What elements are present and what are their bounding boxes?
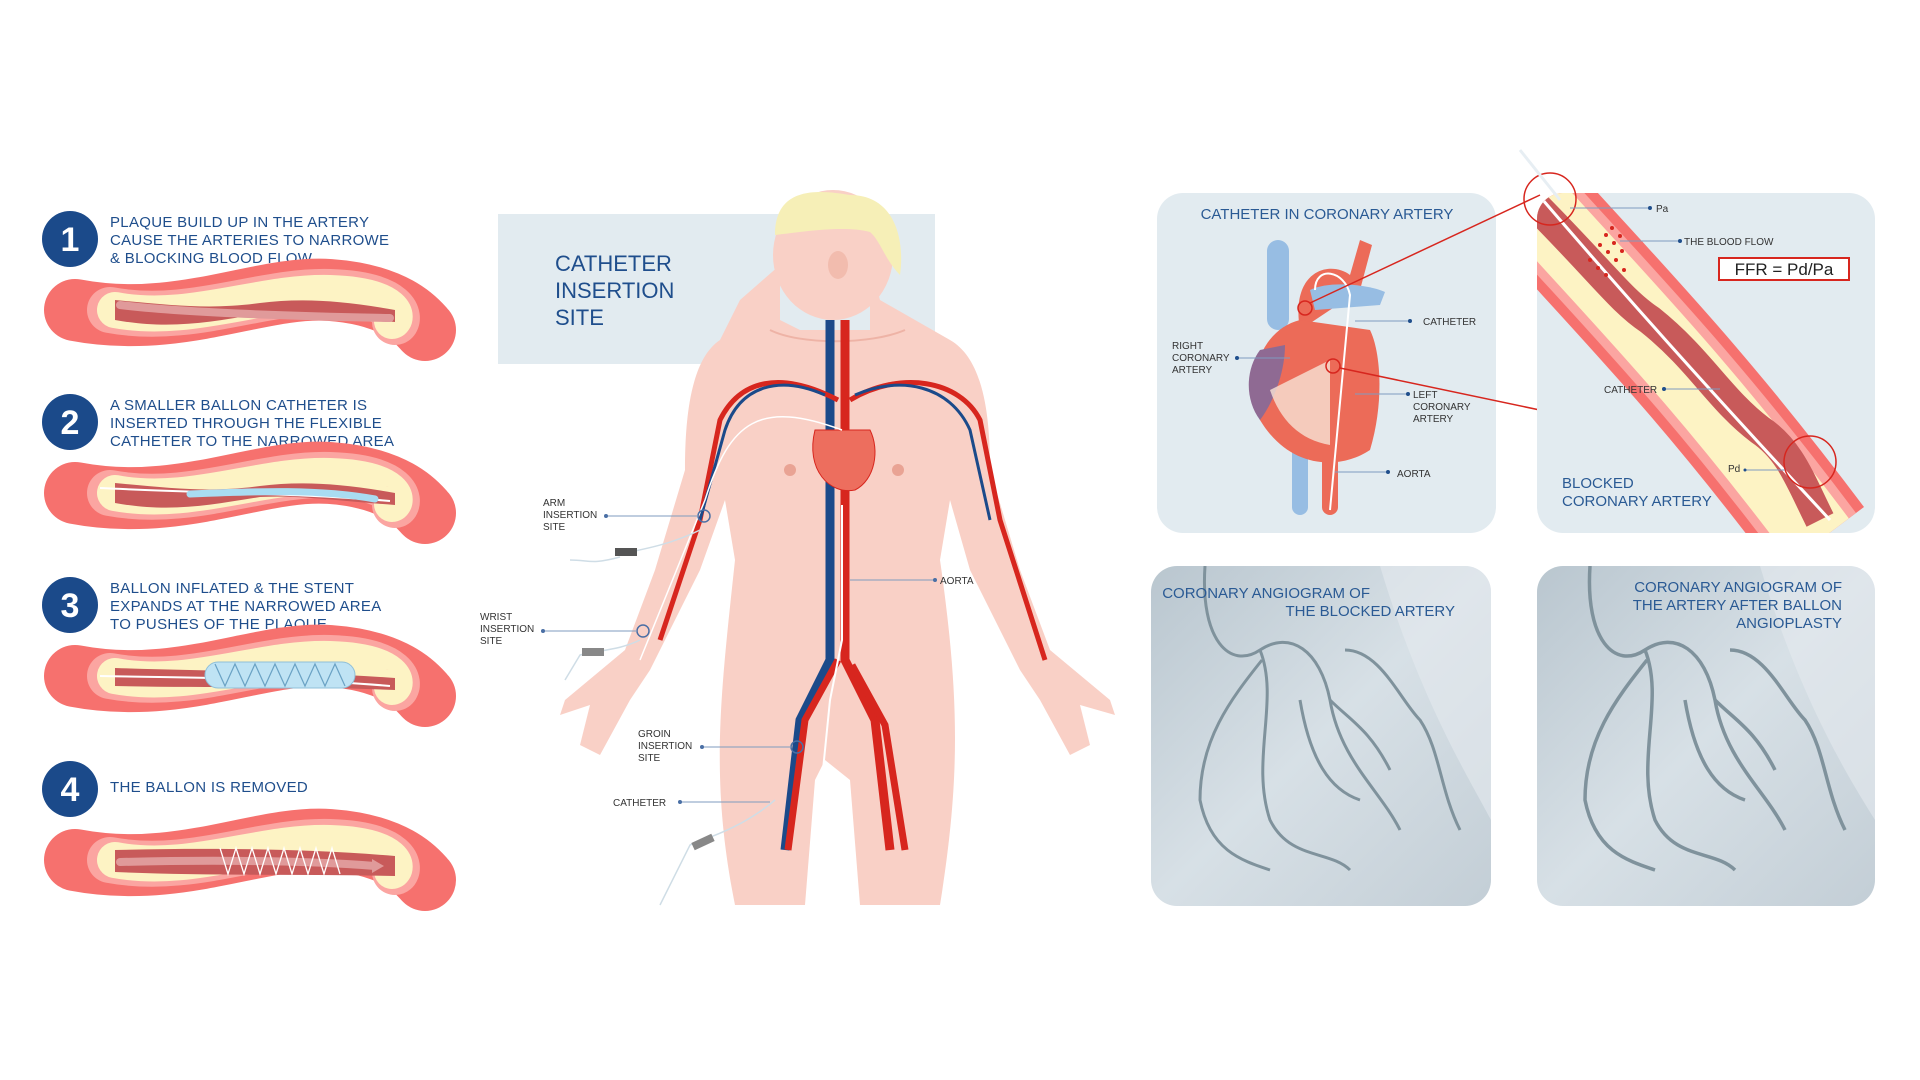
catheter-label: CATHETER [613, 798, 770, 809]
svg-text:SITE: SITE [638, 753, 661, 764]
artery-plaque-illustration [75, 290, 425, 330]
step-3: 3 BALLON INFLATED & THE STENT EXPANDS AT… [42, 577, 425, 696]
groin-insertion-label: GROIN INSERTION SITE [638, 729, 791, 764]
svg-text:INSERTION: INSERTION [543, 510, 597, 521]
angiogram-after-panel: CORONARY ANGIOGRAM OF THE ARTERY AFTER B… [1537, 566, 1875, 906]
step-text: EXPANDS AT THE NARROWED AREA [110, 598, 382, 615]
svg-text:Pd: Pd [1728, 464, 1740, 475]
svg-text:THE BLOOD FLOW: THE BLOOD FLOW [1684, 237, 1774, 248]
section-title: CATHETER [555, 251, 672, 276]
catheter-device-icon [691, 833, 715, 851]
panel-title: CORONARY ARTERY [1562, 493, 1712, 510]
step-text: & BLOCKING BLOOD FLOW [110, 250, 313, 267]
artery-balloon-catheter-illustration [75, 473, 425, 513]
svg-text:AORTA: AORTA [1397, 469, 1431, 480]
heart-catheter-label: CATHETER [1355, 317, 1476, 328]
coronary-vessels-after [1583, 566, 1847, 872]
step-text: TO PUSHES OF THE PLAQUE [110, 616, 327, 633]
blood-flow-dots [1588, 226, 1626, 277]
artery-catheter-label: CATHETER [1604, 385, 1720, 396]
panel-title: CORONARY ANGIOGRAM OF [1634, 579, 1842, 596]
step-number: 3 [61, 587, 80, 625]
pa-label: Pa [1570, 204, 1669, 215]
step-number: 4 [61, 771, 80, 809]
step-text: THE BALLON IS REMOVED [110, 779, 308, 796]
panel-title: CATHETER IN CORONARY ARTERY [1201, 206, 1454, 223]
artery-stent-placed-illustration [75, 840, 425, 880]
step-number: 1 [61, 221, 80, 259]
blood-flow-label: THE BLOOD FLOW [1620, 237, 1774, 248]
catheter-insertion-section: CATHETER INSERTION SITE [480, 190, 1115, 906]
svg-text:CATHETER: CATHETER [1423, 317, 1476, 328]
panel-title: BLOCKED [1562, 475, 1634, 492]
step-text: CAUSE THE ARTERIES TO NARROWE [110, 232, 389, 249]
body-illustration [560, 190, 1115, 906]
angiogram-blocked-panel: CORONARY ANGIOGRAM OF THE BLOCKED ARTERY [1151, 566, 1491, 906]
step-text: PLAQUE BUILD UP IN THE ARTERY [110, 214, 369, 231]
step-4: 4 THE BALLON IS REMOVED [42, 761, 425, 880]
svg-text:RIGHT: RIGHT [1172, 341, 1203, 352]
section-title: SITE [555, 305, 604, 330]
svg-text:CATHETER: CATHETER [613, 798, 666, 809]
svg-text:ARTERY: ARTERY [1172, 365, 1213, 376]
step-number-badge [42, 394, 98, 450]
ffr-formula-box [1718, 257, 1850, 281]
section-title: INSERTION [555, 278, 674, 303]
panel-title: THE BLOCKED ARTERY [1286, 603, 1456, 620]
blocked-coronary-artery-panel: Pa THE BLOOD FLOW FFR = Pd/Pa CATHETER P… [1518, 149, 1875, 533]
wrist-insertion-label: WRIST INSERTION SITE [480, 612, 637, 647]
svg-text:INSERTION: INSERTION [480, 624, 534, 635]
svg-text:ARTERY: ARTERY [1413, 414, 1454, 425]
svg-text:CORONARY: CORONARY [1413, 402, 1471, 413]
svg-text:CATHETER: CATHETER [1604, 385, 1657, 396]
right-coronary-artery-label: RIGHT CORONARY ARTERY [1172, 341, 1290, 376]
svg-text:GROIN: GROIN [638, 729, 671, 740]
coronary-vessels-blocked [1198, 566, 1462, 872]
step-text: INSERTED THROUGH THE FLEXIBLE [110, 415, 382, 432]
artery-stent-expanding-illustration [75, 656, 425, 696]
aorta-label: AORTA [850, 576, 974, 587]
svg-text:INSERTION: INSERTION [638, 741, 692, 752]
catheter-device-icon [582, 648, 604, 656]
step-text: BALLON INFLATED & THE STENT [110, 580, 354, 597]
svg-text:WRIST: WRIST [480, 612, 512, 623]
svg-text:Pa: Pa [1656, 204, 1669, 215]
svg-text:LEFT: LEFT [1413, 390, 1437, 401]
panel-title: CORONARY ANGIOGRAM OF [1162, 585, 1370, 602]
svg-text:ARM: ARM [543, 498, 565, 509]
panel-title: ANGIOPLASTY [1736, 615, 1842, 632]
arm-insertion-label: ARM INSERTION SITE [543, 498, 698, 533]
catheter-in-coronary-artery-panel: CATHETER IN CORONARY ARTERY CATHETER RIG… [1157, 193, 1788, 533]
step-2: 2 A SMALLER BALLON CATHETER IS INSERTED … [42, 394, 425, 513]
step-number-badge [42, 761, 98, 817]
svg-text:AORTA: AORTA [940, 576, 974, 587]
blocked-artery-illustration [1537, 193, 1864, 533]
svg-text:SITE: SITE [480, 636, 503, 647]
step-number-badge [42, 577, 98, 633]
step-number-badge [42, 211, 98, 267]
step-text: A SMALLER BALLON CATHETER IS [110, 397, 367, 414]
catheter-device-icon [615, 548, 637, 556]
step-number: 2 [61, 404, 80, 442]
svg-text:SITE: SITE [543, 522, 566, 533]
pd-label: Pd [1728, 464, 1785, 475]
svg-text:CORONARY: CORONARY [1172, 353, 1230, 364]
left-coronary-artery-label: LEFT CORONARY ARTERY [1355, 390, 1471, 425]
heart-aorta-label: AORTA [1335, 469, 1431, 480]
step-1: 1 PLAQUE BUILD UP IN THE ARTERY CAUSE TH… [42, 211, 425, 330]
panel-title: THE ARTERY AFTER BALLON [1633, 597, 1842, 614]
ffr-formula: FFR = Pd/Pa [1735, 260, 1834, 279]
